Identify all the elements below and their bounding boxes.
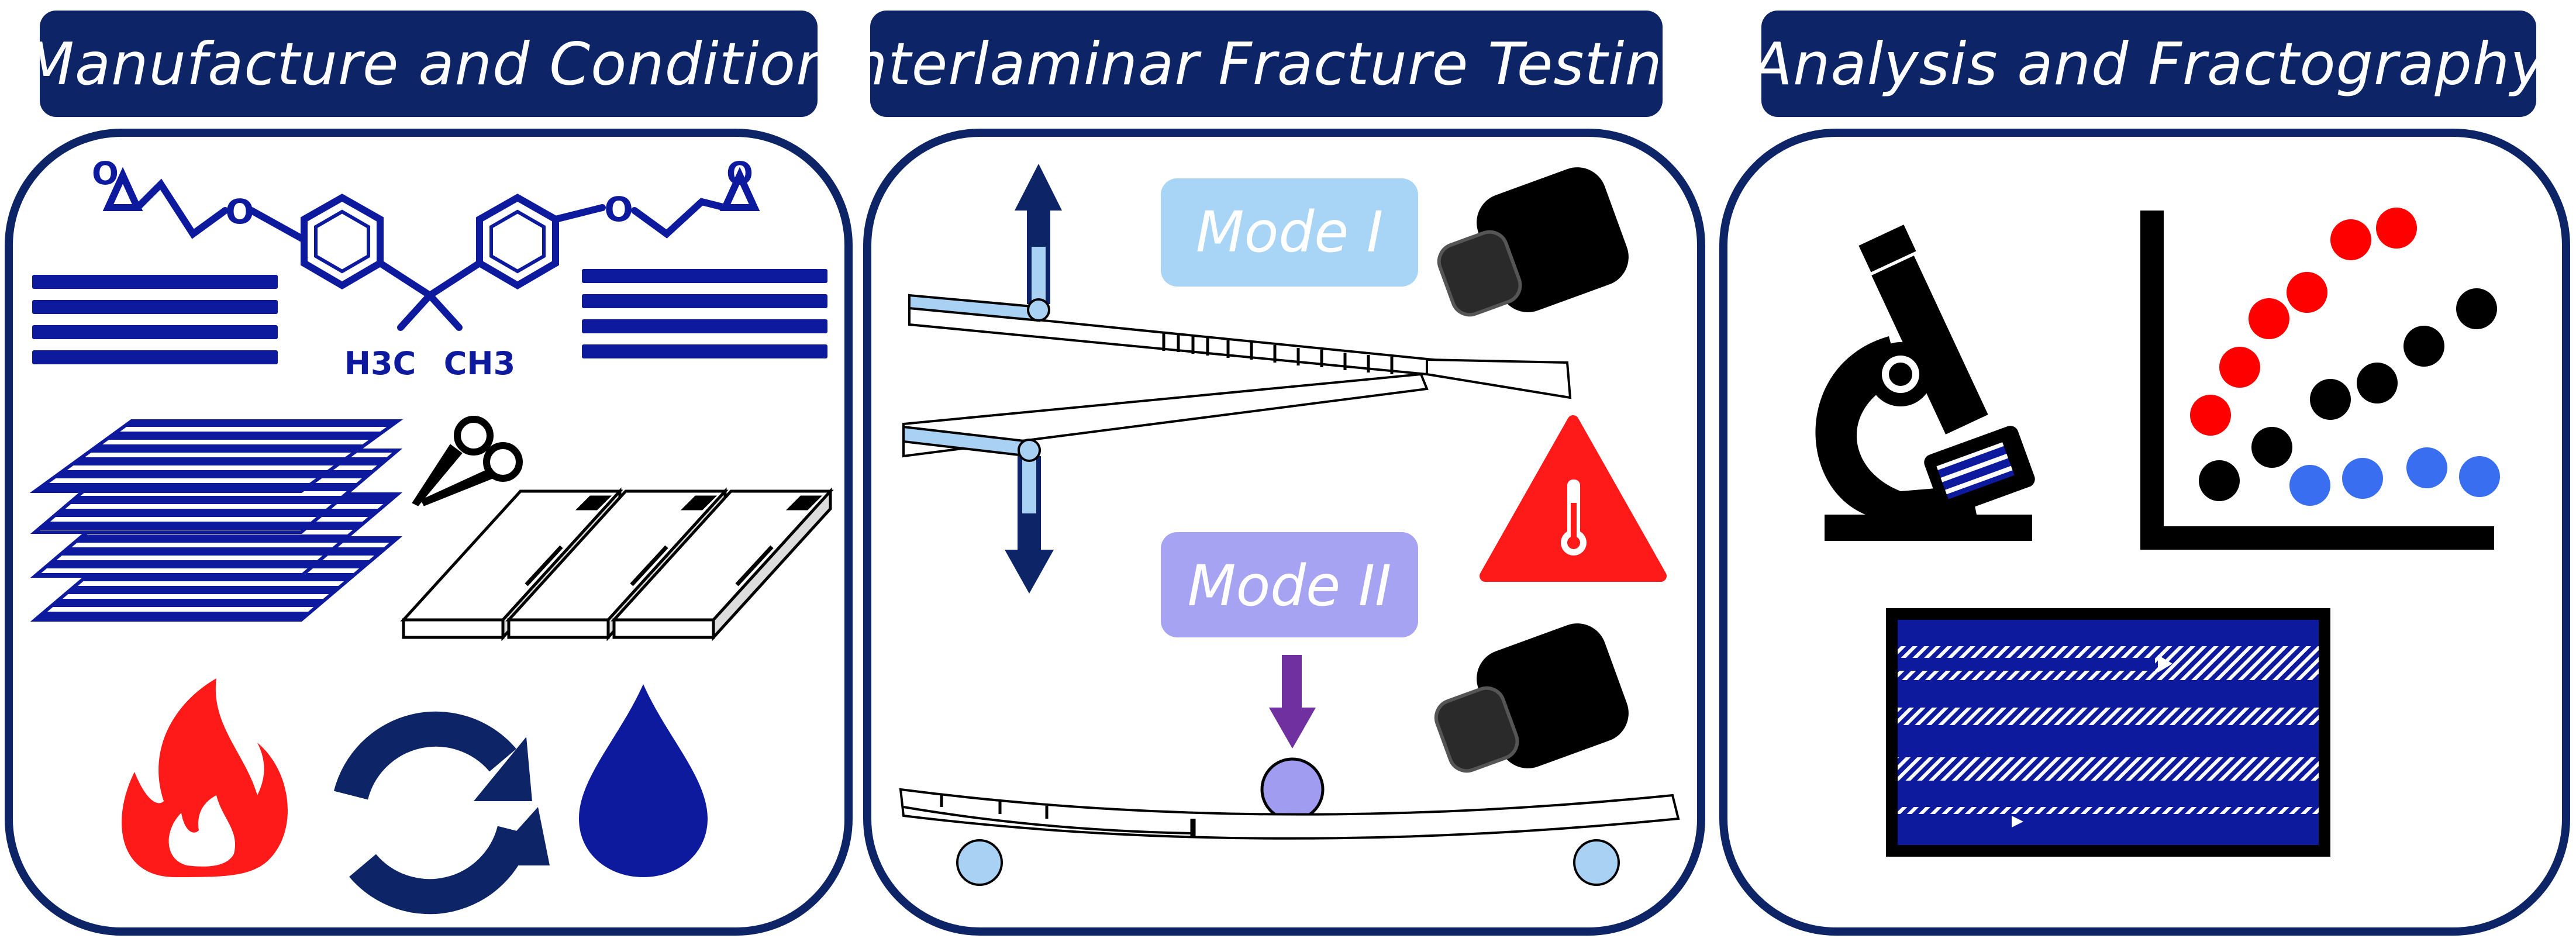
mode1-badge: Mode I bbox=[1161, 178, 1418, 287]
mode1-label: Mode I bbox=[1196, 199, 1383, 265]
water-drop-icon bbox=[579, 684, 708, 877]
mode2-badge: Mode II bbox=[1161, 532, 1418, 637]
camera-icon-bottom bbox=[1434, 623, 1629, 773]
scissors-icon bbox=[412, 416, 523, 506]
mode2-label: Mode II bbox=[1188, 553, 1392, 619]
panel-title-fracture-testing: Interlaminar Fracture Testing bbox=[833, 11, 1699, 117]
temperature-warning-icon bbox=[1480, 415, 1667, 582]
methyl-label-left: H3C bbox=[344, 345, 416, 382]
prepreg-stack-left bbox=[32, 275, 278, 364]
methyl-label-right: CH3 bbox=[444, 345, 515, 382]
enf-crack-ticks bbox=[940, 795, 1196, 836]
oxygen-label-left: O bbox=[225, 192, 254, 232]
dcb-load-arrow-up bbox=[1015, 164, 1062, 311]
epoxide-oxygen-left: O bbox=[92, 155, 119, 192]
panel-title-analysis: Analysis and Fractography bbox=[1753, 11, 2544, 117]
cut-specimens bbox=[400, 487, 834, 641]
dcb-specimen bbox=[902, 294, 1572, 462]
dcb-load-arrow-down bbox=[1005, 449, 1054, 594]
enf-support-rollers bbox=[956, 839, 1620, 886]
oxygen-label-right: O bbox=[604, 189, 633, 229]
cycle-arrows-icon bbox=[333, 711, 532, 915]
enf-load-arrow bbox=[1260, 655, 1325, 822]
camera-icon bbox=[1437, 167, 1629, 317]
epoxide-oxygen-right: O bbox=[726, 155, 753, 192]
microscope-icon bbox=[1815, 225, 2035, 541]
scatter-plot-icon bbox=[2140, 208, 2500, 550]
cycle-arrowheads bbox=[474, 737, 550, 865]
panel-title-manufacture: Manufacture and Condition bbox=[24, 11, 833, 117]
fractography-cross-section bbox=[1886, 608, 2330, 857]
layup-plies bbox=[29, 419, 404, 622]
flame-icon bbox=[122, 678, 288, 877]
enf-specimen bbox=[899, 788, 1680, 840]
epoxy-molecule bbox=[102, 167, 760, 331]
prepreg-stack-right bbox=[582, 269, 827, 358]
dcb-crack-ticks bbox=[1162, 333, 1394, 374]
